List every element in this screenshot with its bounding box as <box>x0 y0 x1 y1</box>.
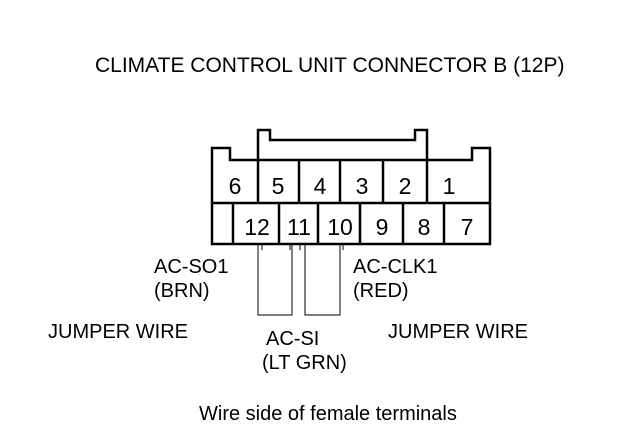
ac-so1-signal: AC-SO1 <box>154 256 228 278</box>
jumper-wire-left <box>257 244 293 316</box>
terminal-8: 8 <box>418 214 431 240</box>
terminal-9: 9 <box>376 214 389 240</box>
terminal-12: 12 <box>244 214 270 240</box>
terminal-11: 11 <box>287 214 311 240</box>
ac-si-signal: AC-SI <box>266 328 319 350</box>
terminal-7: 7 <box>461 214 474 240</box>
terminal-10: 10 <box>327 214 353 240</box>
terminal-2: 2 <box>399 173 412 199</box>
diagram-caption: Wire side of female terminals <box>199 403 457 425</box>
terminal-3: 3 <box>356 173 369 199</box>
connector-latch <box>256 128 429 160</box>
ac-clk1-signal: AC-CLK1 <box>353 256 437 278</box>
terminal-6: 6 <box>229 173 242 199</box>
jumper-wire-right-label: JUMPER WIRE <box>388 321 528 343</box>
bottom-row-dividers <box>231 203 446 244</box>
ac-so1-color: (BRN) <box>154 280 210 302</box>
jumper-wire-right <box>304 244 341 316</box>
ac-si-color: (LT GRN) <box>262 352 347 374</box>
terminal-4: 4 <box>314 173 327 199</box>
terminal-1: 1 <box>443 173 456 199</box>
jumper-wires <box>257 244 344 316</box>
top-row-terminals: 6 5 4 3 2 1 <box>229 173 456 199</box>
diagram-title: CLIMATE CONTROL UNIT CONNECTOR B (12P) <box>95 54 564 77</box>
top-row-dividers <box>256 160 429 203</box>
terminal-5: 5 <box>272 173 285 199</box>
jumper-wire-left-label: JUMPER WIRE <box>48 321 188 343</box>
bottom-row-terminals: 12 11 10 9 8 7 <box>244 214 473 240</box>
ac-clk1-color: (RED) <box>353 280 409 302</box>
